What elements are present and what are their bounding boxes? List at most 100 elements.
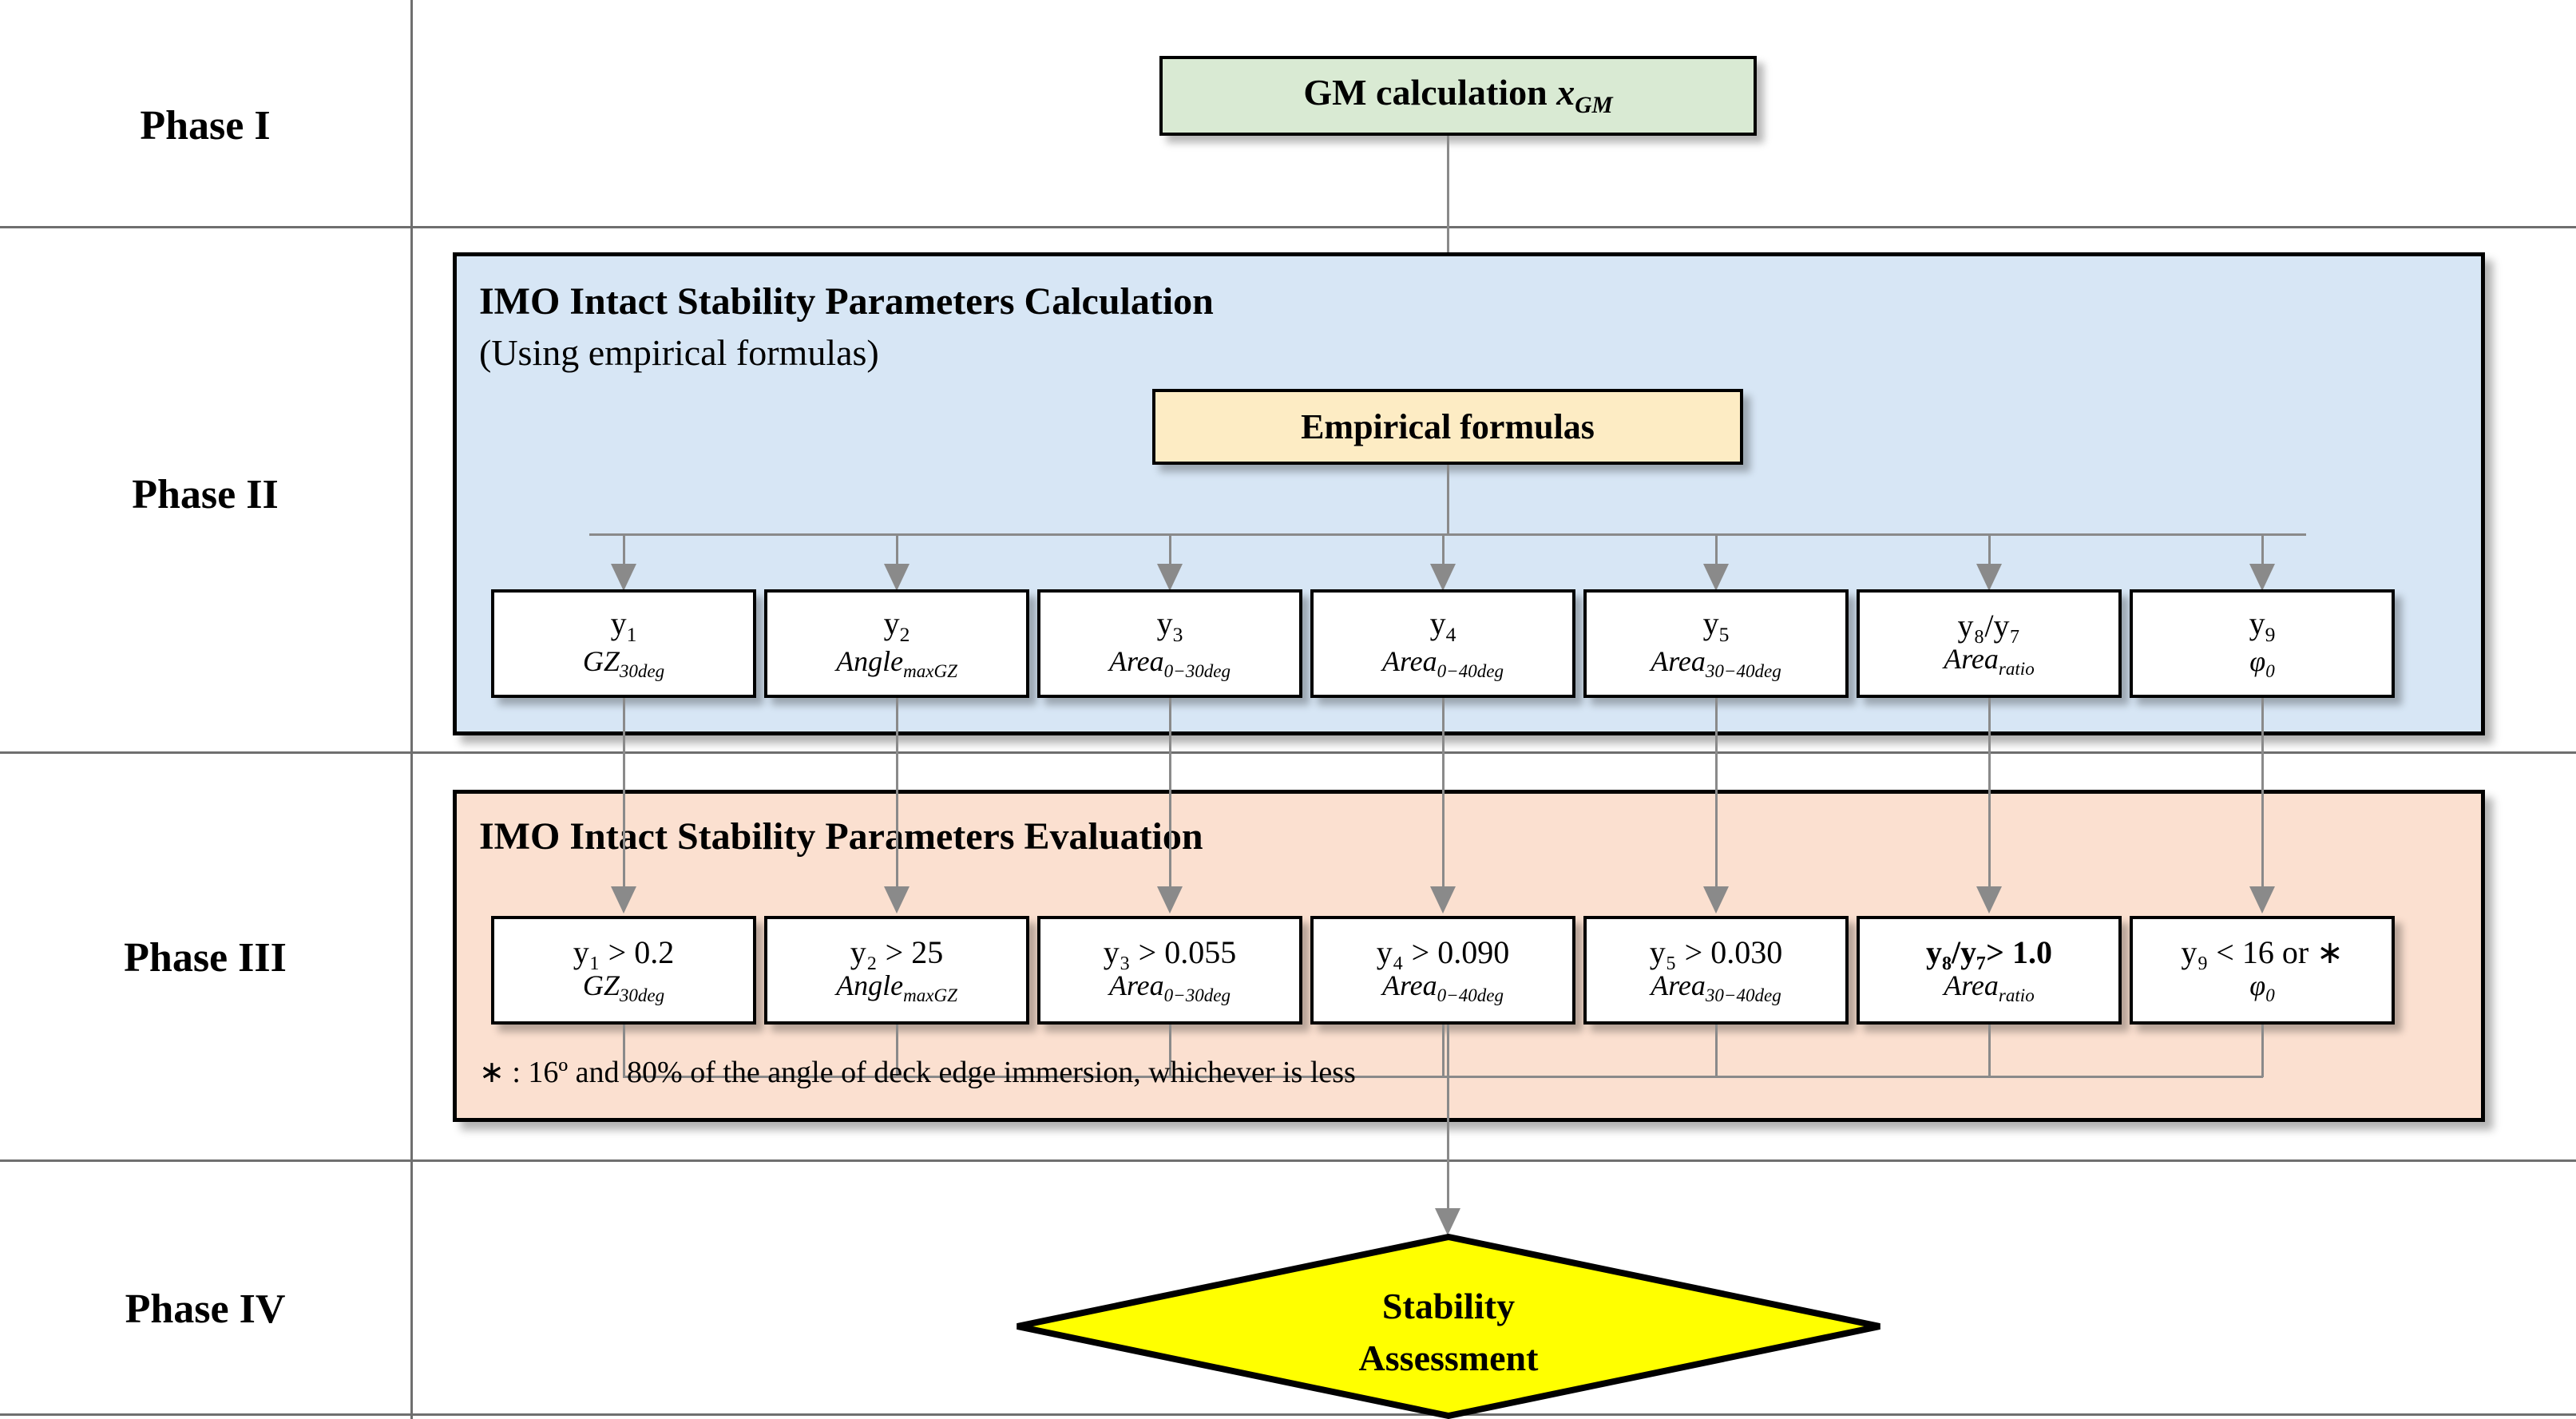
criteria-parameter-name: φ0: [2249, 969, 2275, 1005]
connector-bus-to-y2: [896, 533, 898, 567]
phase3-criteria-box-c7[interactable]: y₉ < 16 or ∗φ0: [2130, 916, 2395, 1025]
stability-assessment-decision[interactable]: Stability Assessment: [1013, 1234, 1884, 1419]
arrowhead-bus-to-y4: [1430, 564, 1456, 591]
gm-calculation-label: GM calculation xGM: [1303, 72, 1613, 119]
criteria-parameter-name: Area0−30deg: [1109, 969, 1231, 1005]
connector-bus-to-y9: [2261, 533, 2264, 567]
criteria-parameter-name: AnglemaxGZ: [836, 969, 957, 1005]
connector-merge-stem-7: [2261, 1025, 2264, 1077]
criteria-parameter-name: Area0−40deg: [1382, 969, 1504, 1005]
decision-label: Stability Assessment: [1013, 1280, 1884, 1385]
phase2-panel-title: IMO Intact Stability Parameters Calculat…: [479, 280, 1214, 323]
connector-bus-to-y5: [1715, 533, 1718, 567]
phase3-panel-title: IMO Intact Stability Parameters Evaluati…: [479, 815, 1203, 858]
parameter-name: GZ30deg: [582, 644, 665, 681]
connector-formulas-bus: [589, 533, 2306, 536]
phase-label-1: Phase I: [140, 103, 271, 149]
criteria-parameter-name: Area30−40deg: [1651, 969, 1781, 1005]
parameter-symbol: y1: [610, 605, 637, 647]
connector-phase2-to-c4: [1442, 698, 1445, 894]
parameter-symbol: y₈/y₇: [1957, 608, 2021, 644]
phase-divider-1: [0, 226, 2576, 228]
phase-column-divider: [410, 0, 413, 1419]
arrowhead-bus-to-y1: [611, 564, 636, 591]
gm-calculation-box[interactable]: GM calculation xGM: [1159, 56, 1757, 136]
criteria-condition: y₈/y₇> 1.0: [1926, 934, 2052, 971]
arrowhead-phase2-to-c1: [611, 886, 636, 914]
phase-label-3: Phase III: [124, 935, 287, 981]
arrowhead-to-decision: [1435, 1208, 1460, 1235]
connector-to-decision: [1447, 1025, 1449, 1232]
connector-phase2-to-c2: [896, 698, 898, 894]
parameter-symbol: y5: [1702, 605, 1730, 647]
criteria-condition: y₅ > 0.030: [1649, 934, 1783, 971]
empirical-formulas-label: Empirical formulas: [1301, 406, 1595, 446]
connector-bus-to-y1: [623, 533, 625, 567]
parameter-symbol: y9: [2249, 605, 2276, 647]
parameter-symbol: y4: [1429, 605, 1456, 647]
connector-phase2-to-c3: [1169, 698, 1171, 894]
arrowhead-bus-to-y8y7: [1976, 564, 2002, 591]
parameter-symbol: y3: [1156, 605, 1183, 647]
parameter-name: Arearatio: [1944, 642, 2035, 679]
criteria-condition: y₃ > 0.055: [1103, 934, 1237, 971]
connector-phase2-to-c7: [2261, 698, 2264, 894]
phase3-footnote: ∗ : 16º and 80% of the angle of deck edg…: [479, 1056, 1356, 1089]
arrowhead-phase2-to-c7: [2249, 886, 2275, 914]
connector-merge-stem-2: [896, 1025, 898, 1077]
parameter-name: Area0−30deg: [1109, 644, 1231, 681]
connector-phase2-to-c1: [623, 698, 625, 894]
connector-phase2-to-c5: [1715, 698, 1718, 894]
arrowhead-phase2-to-c2: [884, 886, 910, 914]
criteria-parameter-name: Arearatio: [1944, 969, 2035, 1005]
decision-line-1: Stability: [1381, 1286, 1516, 1326]
phase-divider-3: [0, 1159, 2576, 1162]
connector-bus-to-y8y7: [1988, 533, 1991, 567]
connector-phase2-to-c6: [1988, 698, 1991, 894]
diamond-shape: [1017, 1234, 1880, 1419]
phase-divider-2: [0, 751, 2576, 754]
parameter-name: Area30−40deg: [1651, 644, 1781, 681]
phase-label-2: Phase II: [132, 472, 279, 517]
arrowhead-phase2-to-c4: [1430, 886, 1456, 914]
arrowhead-phase2-to-c6: [1976, 886, 2002, 914]
arrowhead-bus-to-y2: [884, 564, 910, 591]
criteria-parameter-name: GZ30deg: [582, 969, 665, 1005]
parameter-name: φ0: [2249, 644, 2275, 681]
arrowhead-phase2-to-c3: [1157, 886, 1183, 914]
connector-merge-stem-1: [623, 1025, 625, 1077]
empirical-formulas-box[interactable]: Empirical formulas: [1152, 389, 1743, 465]
arrowhead-phase2-to-c5: [1703, 886, 1729, 914]
criteria-condition: y₂ > 25: [850, 934, 944, 971]
connector-merge-stem-3: [1169, 1025, 1171, 1077]
criteria-condition: y₁ > 0.2: [573, 934, 675, 971]
connector-formulas-stem: [1447, 465, 1449, 535]
connector-bus-to-y4: [1442, 533, 1445, 567]
arrowhead-bus-to-y3: [1157, 564, 1183, 591]
phase-label-4: Phase IV: [125, 1286, 286, 1332]
connector-bus-to-y3: [1169, 533, 1171, 567]
parameter-symbol: y2: [883, 605, 910, 647]
parameter-name: Area0−40deg: [1382, 644, 1504, 681]
parameter-name: AnglemaxGZ: [836, 644, 957, 681]
phase-divider-4: [0, 1413, 2576, 1416]
arrowhead-bus-to-y5: [1703, 564, 1729, 591]
decision-line-2: Assessment: [1358, 1338, 1539, 1379]
arrowhead-bus-to-y9: [2249, 564, 2275, 591]
connector-merge-stem-6: [1988, 1025, 1991, 1077]
connector-merge-stem-5: [1715, 1025, 1718, 1077]
